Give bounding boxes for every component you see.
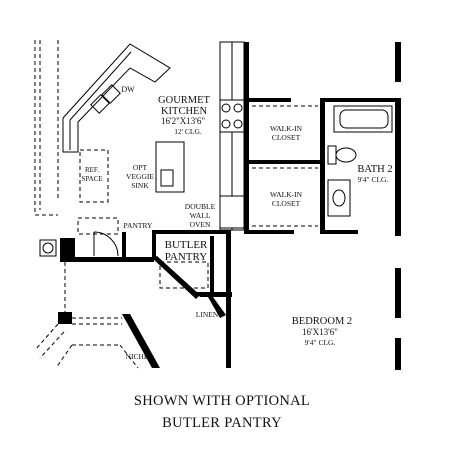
column-post	[39, 239, 57, 257]
oven-label-2: WALL	[190, 211, 211, 220]
bedroom2-name: BEDROOM 2	[292, 316, 352, 327]
pantry-shelf	[77, 217, 119, 235]
pantry-door	[93, 231, 119, 257]
walls	[58, 42, 401, 370]
bedroom2-dims: 16'X13'6"	[302, 327, 338, 337]
lower-left-outline	[34, 262, 139, 369]
niche-label: NICHE	[126, 352, 149, 361]
ref-space-label-1: REF.	[85, 166, 99, 174]
kitchen-name-line2: KITCHEN	[161, 106, 207, 117]
kitchen-dims: 16'2"X13'6"	[161, 116, 205, 126]
kitchen-name-line1: GOURMET	[158, 95, 211, 106]
bath2-ceiling: 9'4" CLG.	[358, 175, 389, 184]
pantry-label: PANTRY	[124, 221, 153, 230]
closet2-line2: CLOSET	[272, 199, 301, 208]
kitchen-island: OPT VEGGIE SINK	[126, 141, 185, 193]
oven-label-1: DOUBLE	[185, 202, 216, 211]
butler-pantry-counter	[159, 261, 209, 289]
bathtub	[333, 105, 393, 133]
bedroom2-ceiling: 9'4" CLG.	[305, 338, 336, 347]
bath-vanity	[327, 179, 351, 217]
closet1-line2: CLOSET	[272, 133, 301, 142]
closet-shelves	[252, 105, 318, 227]
caption-line1: SHOWN WITH OPTIONAL	[134, 393, 310, 409]
toilet	[327, 145, 357, 165]
kitchen-ceiling: 12' CLG.	[174, 127, 202, 136]
oven-label-3: OVEN	[190, 220, 211, 229]
veggie-sink-label-1: OPT	[133, 163, 148, 172]
butler-pantry-line2: PANTRY	[165, 251, 207, 263]
closet1-line1: WALK-IN	[270, 124, 303, 133]
linen-label: LINEN	[196, 310, 219, 319]
adjacent-room-outline	[34, 40, 59, 216]
ref-space: REF. SPACE	[79, 149, 109, 203]
veggie-sink-label-3: SINK	[131, 181, 149, 190]
dw-label: DW	[121, 85, 135, 94]
closet2-line1: WALK-IN	[270, 190, 303, 199]
cooktop	[219, 99, 245, 133]
stove-counter	[219, 41, 245, 231]
angled-counter: DW	[62, 43, 171, 153]
butler-pantry-line1: BUTLER	[165, 239, 208, 251]
kitchen-sink	[90, 84, 121, 114]
veggie-sink-label-2: VEGGIE	[126, 172, 154, 181]
bath2-name: BATH 2	[357, 164, 392, 175]
caption-line2: BUTLER PANTRY	[162, 415, 282, 431]
ref-space-label-2: SPACE	[81, 175, 102, 183]
